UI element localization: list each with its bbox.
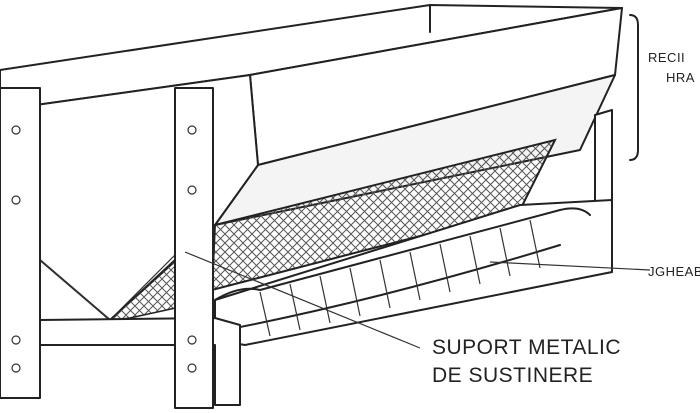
hopper-label-line1: RECII bbox=[648, 50, 685, 65]
support-label-line1: SUPORT METALIC bbox=[432, 336, 621, 359]
trough-stripes bbox=[259, 219, 541, 337]
leader-lines bbox=[184, 251, 651, 349]
middle-support-post bbox=[174, 87, 214, 409]
hopper-bracket bbox=[629, 14, 639, 161]
left-support-post bbox=[0, 87, 41, 399]
support-label-line2: DE SUSTINERE bbox=[432, 364, 593, 387]
trough-label: JGHEAB bbox=[648, 264, 700, 279]
trough bbox=[214, 199, 613, 346]
hopper-label-line2: HRA bbox=[666, 70, 695, 85]
